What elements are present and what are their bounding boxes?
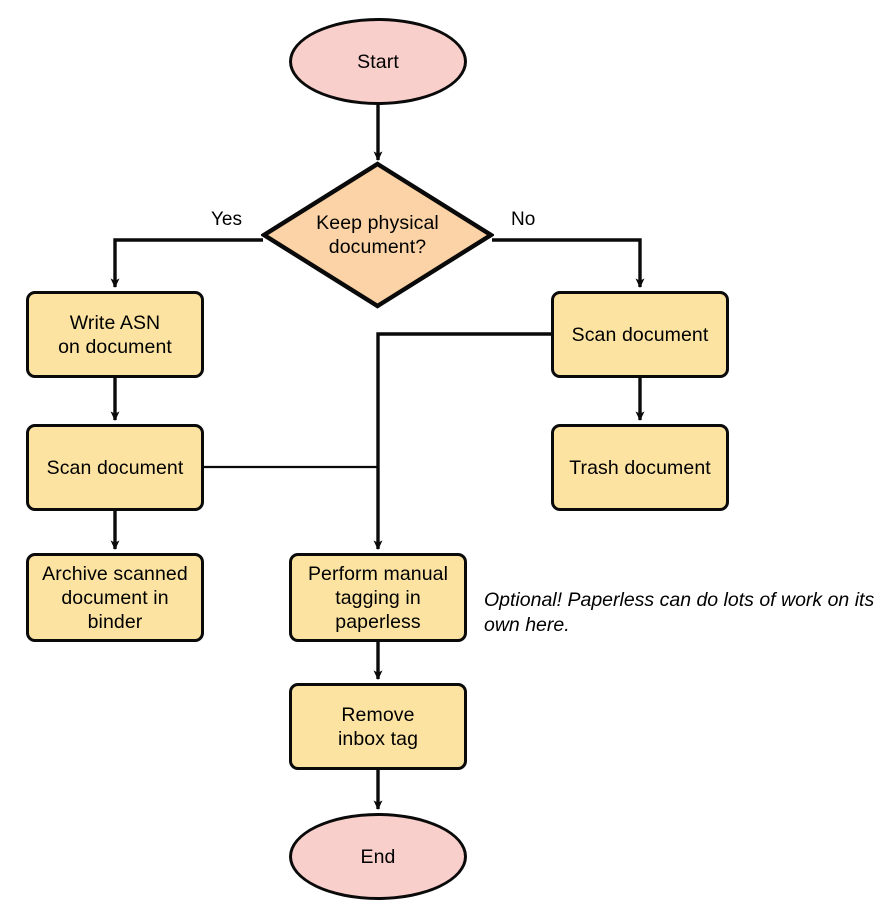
- node-start[interactable]: Start: [289, 18, 467, 105]
- node-tagging-label-line2: tagging in: [335, 586, 421, 609]
- edge-decision-yes-to-write-asn: [110, 238, 263, 288]
- node-tagging-label: Perform manual tagging in paperless: [308, 562, 448, 634]
- edge-scan-right-to-tagging: [373, 332, 551, 550]
- node-end-label: End: [360, 845, 396, 868]
- node-archive-label: Archive scanned document in binder: [42, 562, 188, 634]
- node-trash-document[interactable]: Trash document: [551, 424, 729, 511]
- node-write-asn-label: Write ASN on document: [58, 311, 172, 359]
- node-scan-document-right[interactable]: Scan document: [551, 291, 729, 378]
- node-scan-document-left[interactable]: Scan document: [26, 424, 204, 511]
- node-archive-label-line1: Archive scanned: [42, 562, 188, 585]
- node-tagging-label-line3: paperless: [335, 610, 421, 633]
- node-scan-document-left-label: Scan document: [46, 456, 184, 479]
- edge-label-no: No: [509, 209, 538, 231]
- node-archive-label-line2: document in: [61, 586, 169, 609]
- edge-decision-no-to-scan-right: [492, 238, 645, 288]
- node-archive-scanned-document[interactable]: Archive scanned document in binder: [26, 553, 204, 642]
- node-decision-label-line2: document?: [328, 236, 427, 258]
- node-remove-inbox-label: Remove inbox tag: [338, 703, 418, 751]
- annotation-optional-note: Optional! Paperless can do lots of work …: [484, 589, 875, 636]
- node-decision-label: Keep physical document?: [316, 211, 439, 259]
- node-write-asn-label-line2: on document: [58, 335, 172, 358]
- node-write-asn-label-line1: Write ASN: [69, 311, 161, 334]
- node-start-label: Start: [357, 50, 399, 73]
- diamond-shape: [261, 161, 494, 309]
- node-scan-document-right-label: Scan document: [571, 323, 709, 346]
- node-remove-inbox-label-line1: Remove: [341, 703, 415, 726]
- node-decision-keep-physical-document[interactable]: Keep physical document?: [261, 161, 494, 309]
- node-end[interactable]: End: [289, 813, 467, 900]
- node-remove-inbox-tag[interactable]: Remove inbox tag: [289, 683, 467, 770]
- node-remove-inbox-label-line2: inbox tag: [337, 727, 419, 750]
- node-write-asn-on-document[interactable]: Write ASN on document: [26, 291, 204, 378]
- node-archive-label-line3: binder: [87, 610, 143, 633]
- node-decision-label-line1: Keep physical: [316, 212, 439, 234]
- edge-label-yes: Yes: [209, 209, 244, 231]
- node-trash-document-label: Trash document: [569, 456, 711, 479]
- node-perform-manual-tagging[interactable]: Perform manual tagging in paperless: [289, 553, 467, 642]
- node-tagging-label-line1: Perform manual: [307, 562, 449, 585]
